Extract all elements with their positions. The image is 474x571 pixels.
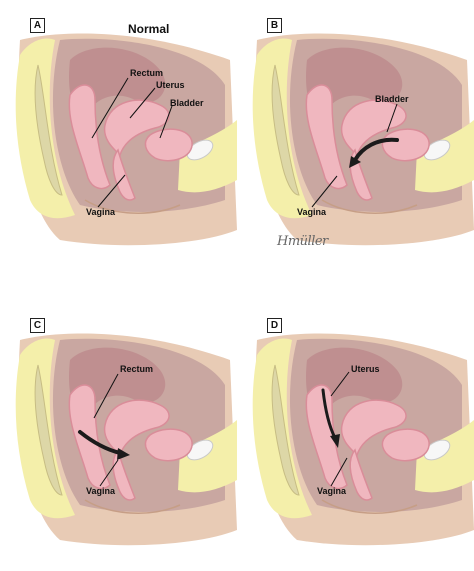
panel-c: C Rectum Vagina: [0, 300, 237, 571]
panel-d: D Uterus Vagina: [237, 300, 474, 571]
panel-b: B Bladder Vagina Hmüller: [237, 0, 474, 271]
anatomy-illustration-a: [14, 32, 237, 246]
anatomy-illustration-c: [14, 332, 237, 546]
panel-letter: A: [30, 18, 45, 33]
label-uterus: Uterus: [351, 364, 380, 374]
label-rectum: Rectum: [130, 68, 164, 78]
panel-a: A Normal Rectum Uterus Bladder Vagina: [0, 0, 237, 271]
label-bladder: Bladder: [170, 98, 204, 108]
panel-title: Normal: [128, 22, 170, 36]
label-uterus: Uterus: [156, 80, 185, 90]
panel-letter: B: [267, 18, 282, 33]
label-vagina: Vagina: [86, 486, 116, 496]
label-vagina: Vagina: [297, 207, 327, 217]
label-vagina: Vagina: [317, 486, 347, 496]
anatomy-illustration-b: [251, 32, 474, 246]
anatomy-illustration-d: [251, 332, 474, 546]
label-rectum: Rectum: [120, 364, 154, 374]
prolapse-diagram: A Normal Rectum Uterus Bladder Vagina B …: [0, 0, 474, 546]
illustrator-signature: Hmüller: [277, 234, 328, 249]
panel-letter: C: [30, 318, 45, 333]
label-vagina: Vagina: [86, 207, 116, 217]
panel-letter: D: [267, 318, 282, 333]
label-bladder: Bladder: [375, 94, 409, 104]
